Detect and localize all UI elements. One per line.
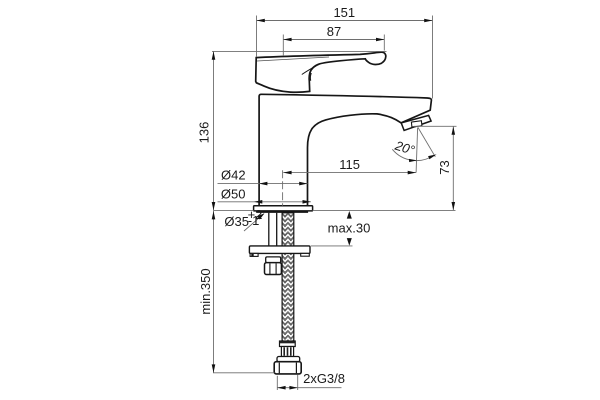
svg-text:73: 73 bbox=[437, 160, 452, 174]
svg-text:115: 115 bbox=[339, 157, 360, 172]
svg-text:Ø50: Ø50 bbox=[221, 186, 246, 201]
svg-text:136: 136 bbox=[197, 122, 212, 144]
svg-text:Ø42: Ø42 bbox=[221, 168, 246, 183]
svg-text:151: 151 bbox=[333, 5, 355, 20]
svg-text:2xG3/8: 2xG3/8 bbox=[303, 371, 345, 386]
svg-text:-1: -1 bbox=[248, 213, 260, 228]
svg-text:max.30: max.30 bbox=[328, 221, 371, 236]
svg-text:Ø35: Ø35 bbox=[224, 214, 249, 229]
svg-text:87: 87 bbox=[327, 24, 341, 39]
svg-text:+2: +2 bbox=[248, 207, 263, 222]
svg-text:20°: 20° bbox=[392, 137, 416, 157]
svg-text:min.350: min.350 bbox=[198, 268, 213, 314]
